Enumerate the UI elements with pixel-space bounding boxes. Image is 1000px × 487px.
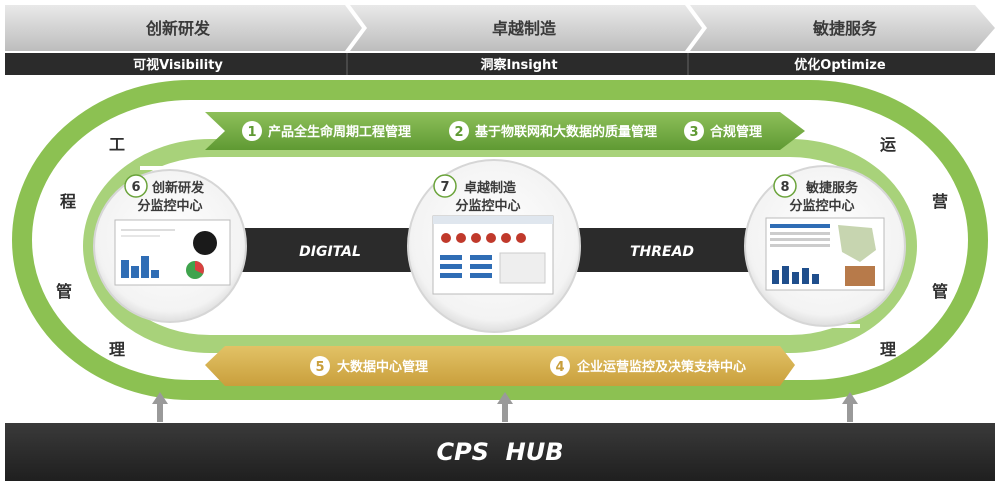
center-title-7a: 卓越制造 xyxy=(464,180,517,196)
step-label-5: 大数据中心管理 xyxy=(337,359,428,375)
step-num-1: 1 xyxy=(247,125,256,140)
step-label-2: 基于物联网和大数据的质量管理 xyxy=(474,124,657,140)
phase-subtitle-bar: 可视Visibility 洞察Insight 优化Optimize xyxy=(5,53,995,75)
center-title-6b: 分监控中心 xyxy=(137,198,202,214)
center-num-8: 8 xyxy=(780,180,789,195)
thread-label: THREAD xyxy=(630,244,694,260)
center-title-8b: 分监控中心 xyxy=(789,198,854,214)
phase-subtitle-3: 优化Optimize xyxy=(794,57,886,73)
outer-loop-ring xyxy=(12,80,988,400)
center-2: 7 卓越制造 分监控中心 xyxy=(407,159,581,333)
step-label-1: 产品全生命周期工程管理 xyxy=(268,124,411,140)
phase-title-1: 创新研发 xyxy=(145,19,211,38)
top-flow-band xyxy=(205,112,805,150)
step-badge-4 xyxy=(550,356,570,376)
up-arrow-right xyxy=(842,392,858,422)
up-arrow-left xyxy=(152,392,168,422)
bottom-flow-band xyxy=(205,346,795,386)
hub-up-arrows xyxy=(152,392,858,422)
left-char-4: 理 xyxy=(109,340,125,359)
center-1: 6 创新研发 分监控中心 xyxy=(93,169,247,323)
center-title-8a: 敏捷服务 xyxy=(805,180,859,196)
step-label-4: 企业运营监控及决策支持中心 xyxy=(576,359,746,375)
cps-hub-bar xyxy=(5,423,995,481)
right-side-label: 运 营 管 理 xyxy=(880,135,948,359)
left-side-label: 工 程 管 理 xyxy=(56,135,125,359)
up-arrow-center xyxy=(497,392,513,422)
step-num-4: 4 xyxy=(555,360,564,375)
digital-label: DIGITAL xyxy=(299,244,361,260)
phase-title-3: 敏捷服务 xyxy=(812,19,878,38)
phase-subtitle-2: 洞察Insight xyxy=(480,57,557,73)
step-badge-1 xyxy=(242,121,262,141)
center-title-7b: 分监控中心 xyxy=(455,198,520,214)
center-3: 8 敏捷服务 分监控中心 xyxy=(744,165,906,327)
step-num-5: 5 xyxy=(315,360,324,375)
right-char-4: 理 xyxy=(880,340,896,359)
bottom-flow-items: 5 大数据中心管理 4 企业运营监控及决策支持中心 xyxy=(310,356,746,376)
phase-chevron-3 xyxy=(690,5,995,51)
cps-hub-label: CPS HUB xyxy=(436,438,563,466)
phase-subtitle-1: 可视Visibility xyxy=(133,57,223,73)
phase-chevron-2 xyxy=(350,5,702,51)
top-flow-items: 1 产品全生命周期工程管理 2 基于物联网和大数据的质量管理 3 合规管理 xyxy=(242,121,762,141)
inner-track xyxy=(83,139,917,353)
phase-chevrons: 创新研发 卓越制造 敏捷服务 xyxy=(5,5,995,51)
step-badge-3 xyxy=(684,121,704,141)
step-label-3: 合规管理 xyxy=(710,124,762,140)
left-char-2: 程 xyxy=(60,192,76,211)
step-badge-2 xyxy=(449,121,469,141)
step-num-2: 2 xyxy=(454,125,463,140)
phase-chevron-1 xyxy=(5,5,362,51)
left-char-1: 工 xyxy=(109,135,125,154)
right-char-1: 运 xyxy=(880,135,896,154)
right-char-2: 营 xyxy=(932,192,948,211)
step-num-3: 3 xyxy=(689,125,698,140)
phase-title-2: 卓越制造 xyxy=(492,19,557,38)
center-title-6a: 创新研发 xyxy=(151,180,205,196)
center-num-7: 7 xyxy=(440,180,449,195)
right-char-3: 管 xyxy=(932,282,948,301)
left-char-3: 管 xyxy=(56,282,72,301)
center-num-6: 6 xyxy=(131,180,140,195)
step-badge-5 xyxy=(310,356,330,376)
